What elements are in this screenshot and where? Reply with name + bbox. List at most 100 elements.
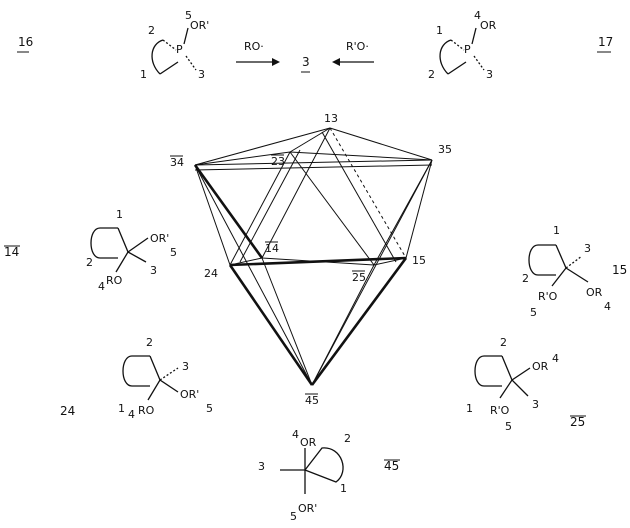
structure-45-id: 45 bbox=[384, 459, 399, 473]
structure-24-or: OR' bbox=[180, 388, 199, 401]
structure-25-n4: 4 bbox=[552, 352, 559, 365]
vertex-23-label: 23 bbox=[271, 155, 285, 168]
edge-35-45 bbox=[311, 159, 433, 386]
structure-24-n1: 1 bbox=[118, 402, 125, 415]
edge-34-14 bbox=[193, 164, 264, 259]
edge-23-25 bbox=[289, 151, 375, 266]
structure-14-or: OR' bbox=[150, 232, 169, 245]
structure-25: 2 OR 4 1 3 R'O 5 25 bbox=[466, 336, 586, 433]
edge-23-13 bbox=[289, 127, 331, 153]
structure-45-n4: 4 bbox=[292, 428, 299, 441]
label-16-5: 5 bbox=[185, 9, 192, 22]
edge-34-45 bbox=[194, 164, 313, 386]
vertex-24-label: 24 bbox=[204, 267, 218, 280]
bond-16-hashed bbox=[162, 39, 177, 51]
structure-24: 24 2 3 1 OR' 5 RO 4 bbox=[60, 336, 213, 421]
vertex-45-label: 45 bbox=[305, 394, 319, 407]
structure-14: 14 1 2 OR' 5 3 4 RO bbox=[4, 208, 177, 293]
vertex-25-label: 25 bbox=[352, 271, 366, 284]
structure-24-n3: 3 bbox=[182, 360, 189, 373]
structure-25-id: 25 bbox=[570, 415, 585, 429]
structure-25-n2: 2 bbox=[500, 336, 507, 349]
structure-24-n4: 4 bbox=[128, 408, 135, 421]
structure-14-bond-ring bbox=[117, 227, 129, 253]
structure-25-or: OR bbox=[532, 360, 549, 373]
label-17-3: 3 bbox=[486, 68, 493, 81]
structure-25-bond-or bbox=[511, 367, 531, 381]
phosphorane-17: 1 2 P 4 OR 3 bbox=[428, 9, 497, 81]
structure-14-bond-ro bbox=[115, 251, 129, 273]
structure-45-n1: 1 bbox=[340, 482, 347, 495]
vertex-13-label: 13 bbox=[324, 112, 338, 125]
vertex-34-label: 34 bbox=[170, 156, 184, 169]
ring-16 bbox=[151, 39, 164, 75]
structure-24-bond-3 bbox=[159, 367, 179, 381]
bond-16-up bbox=[183, 27, 189, 45]
structure-24-n2: 2 bbox=[146, 336, 153, 349]
bond-17-up bbox=[471, 27, 477, 45]
edge-13-15-b bbox=[321, 131, 397, 263]
structure-25-ro: R'O bbox=[490, 404, 510, 417]
bond-16-wedge-bottom bbox=[159, 61, 179, 75]
structure-14-id: 14 bbox=[4, 245, 19, 259]
structure-15-n3: 3 bbox=[584, 242, 591, 255]
edge-23-35 bbox=[289, 151, 433, 161]
label-16-1: 1 bbox=[140, 68, 147, 81]
structure-24-ring bbox=[122, 355, 150, 387]
structure-15-bond-ring bbox=[555, 244, 567, 269]
edge-14-25 bbox=[261, 257, 375, 266]
structure-14-n3: 3 bbox=[150, 264, 157, 277]
structure-45-or: OR bbox=[300, 436, 317, 449]
structure-15-bond-3 bbox=[565, 255, 583, 269]
structure-14-bond-or bbox=[127, 237, 149, 253]
compound-3-label: 3 bbox=[302, 55, 310, 69]
structure-24-n5: 5 bbox=[206, 402, 213, 415]
top-row: 16 2 1 P 5 OR' 3 RO· 3 R'O· bbox=[17, 9, 613, 81]
label-17-1: 1 bbox=[436, 24, 443, 37]
structure-15: 1 2 3 R'O OR 4 5 15 bbox=[522, 224, 627, 319]
compound-17-label: 17 bbox=[598, 35, 613, 49]
ring-17 bbox=[439, 39, 452, 75]
structure-14-wedge bbox=[127, 251, 147, 263]
label-16-or: OR' bbox=[190, 19, 209, 32]
label-16-3: 3 bbox=[198, 68, 205, 81]
edge-23-24 bbox=[229, 151, 291, 266]
vertex-35-label: 35 bbox=[438, 143, 452, 156]
structure-45: 4 OR 2 3 1 5 OR' 45 bbox=[258, 428, 400, 523]
structure-45-n5: 5 bbox=[290, 510, 297, 523]
structure-15-id: 15 bbox=[612, 263, 627, 277]
structure-24-bond-ring bbox=[149, 355, 161, 381]
structure-14-ring bbox=[90, 227, 118, 259]
edge-34-23 bbox=[194, 151, 291, 166]
arrow-r-prime-o-label: R'O· bbox=[346, 40, 369, 53]
bond-17-wedge-bottom bbox=[447, 61, 467, 75]
edge-24-14 bbox=[229, 257, 263, 266]
structure-15-or: OR bbox=[586, 286, 603, 299]
phosphorane-16: 2 1 P 5 OR' 3 bbox=[140, 9, 209, 81]
edge-13-14 bbox=[261, 127, 331, 259]
structure-14-n5: 5 bbox=[170, 246, 177, 259]
label-17-2: 2 bbox=[428, 68, 435, 81]
label-17-or: OR bbox=[480, 19, 497, 32]
structure-15-n4: 4 bbox=[604, 300, 611, 313]
structure-15-bond-ro bbox=[551, 267, 567, 287]
edge-25-15 bbox=[373, 257, 407, 266]
arrow-ro-label: RO· bbox=[244, 40, 264, 53]
structure-14-ro: RO bbox=[106, 274, 123, 287]
structure-24-wedge bbox=[159, 379, 179, 393]
structure-15-n2: 2 bbox=[522, 272, 529, 285]
compound-16-label: 16 bbox=[18, 35, 33, 49]
structure-45-n3: 3 bbox=[258, 460, 265, 473]
edge-15-45 bbox=[310, 257, 408, 386]
structure-25-wedge bbox=[511, 379, 529, 397]
structure-45-n2: 2 bbox=[344, 432, 351, 445]
structure-15-wedge bbox=[565, 267, 589, 283]
edge-35-15 bbox=[405, 159, 433, 259]
label-17-p: P bbox=[464, 43, 471, 56]
structure-24-id: 24 bbox=[60, 404, 75, 418]
structure-25-n5: 5 bbox=[505, 420, 512, 433]
label-16-p: P bbox=[176, 43, 183, 56]
label-17-4: 4 bbox=[474, 9, 481, 22]
structure-15-ro: R'O bbox=[538, 290, 558, 303]
